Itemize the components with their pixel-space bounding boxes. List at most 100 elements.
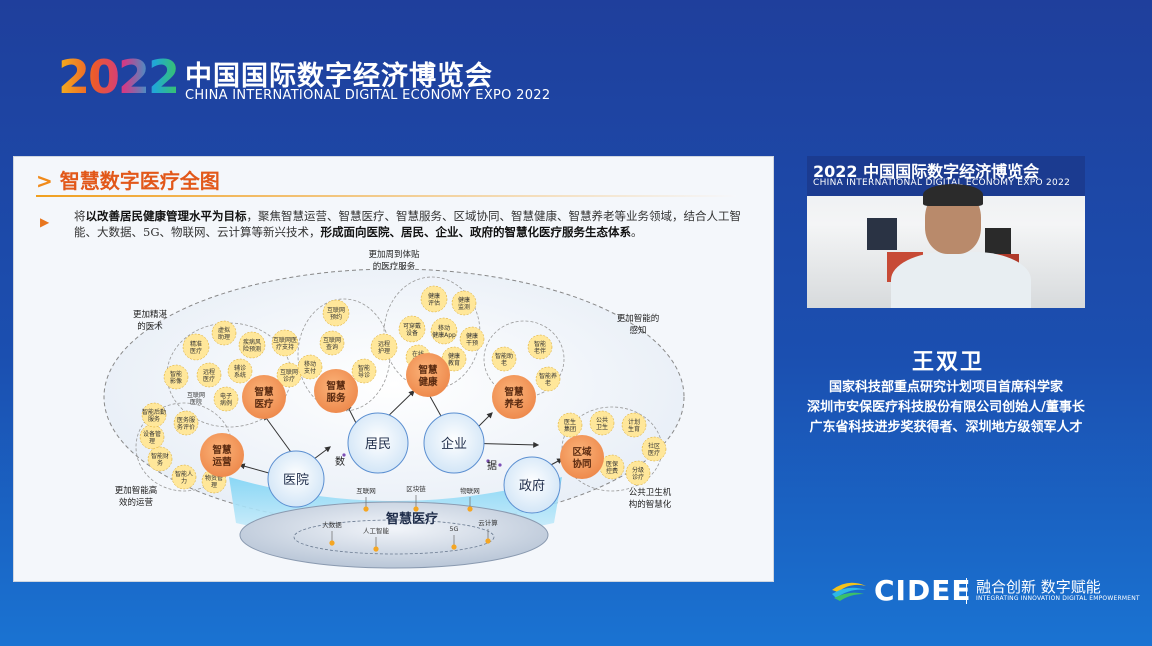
corner-label-right-bottom-2: 构的智慧化 bbox=[629, 499, 672, 510]
corner-label-left-bottom-1: 更加智能高 bbox=[115, 485, 158, 496]
health-item-6b: 教育 bbox=[448, 359, 460, 367]
service-item-1a: 互联网医 bbox=[273, 336, 297, 344]
operation-item-0b: 务评价 bbox=[177, 423, 195, 431]
corner-label-right-top-2: 感知 bbox=[629, 325, 646, 336]
tech-internet: 互联网 bbox=[356, 486, 376, 495]
expo-year: 2022 bbox=[58, 50, 180, 104]
medical-item-7b: 医院 bbox=[190, 398, 202, 406]
operation-item-5b: 理 bbox=[211, 482, 217, 489]
domain-health bbox=[406, 353, 450, 397]
expo-title-cn: 中国国际数字经济博览会 bbox=[185, 61, 493, 92]
health-item-0b: 评估 bbox=[428, 299, 440, 307]
corner-label-top-1: 更加周到体贴 bbox=[368, 249, 420, 260]
speaker-title-1: 国家科技部重点研究计划项目首席科学家 bbox=[828, 380, 1063, 395]
base-title: 智慧医疗 bbox=[386, 511, 438, 527]
health-item-3b: 健康App bbox=[432, 331, 456, 339]
slide-title: > 智慧数字医疗全图 bbox=[36, 165, 220, 194]
ecosystem-diagram: 更加周到体贴 的医疗服务 更加精湛 的医术 更加智能的 感知 更加智能高 效的运… bbox=[103, 249, 685, 569]
service-item-0b: 预约 bbox=[330, 313, 342, 321]
slide-title-text: 智慧数字医疗全图 bbox=[59, 169, 220, 193]
service-item-2a: 互联网 bbox=[323, 336, 341, 344]
regional-item-3a: 社区 bbox=[648, 442, 660, 450]
medical-item-3a: 辅诊 bbox=[234, 364, 246, 372]
service-item-6a: 远程 bbox=[378, 340, 390, 348]
regional-item-2a: 计划 bbox=[628, 418, 640, 426]
expo-title-en: CHINA INTERNATIONAL DIGITAL ECONOMY EXPO… bbox=[185, 88, 551, 103]
domain-medical-label-1: 智慧 bbox=[254, 386, 274, 398]
domain-elderly-label-2: 养老 bbox=[503, 398, 524, 410]
speaker-title-3: 广东省科技进步奖获得者、深圳地方级领军人才 bbox=[809, 420, 1083, 435]
health-item-0a: 健康 bbox=[428, 292, 440, 300]
operation-item-2a: 设备管 bbox=[143, 430, 161, 438]
medical-item-0a: 精准 bbox=[190, 340, 202, 348]
service-item-5b: 导诊 bbox=[358, 371, 370, 379]
cidee-brand: CIDEE bbox=[874, 574, 972, 607]
actor-government bbox=[503, 456, 561, 514]
medical-item-6b: 病例 bbox=[220, 399, 232, 407]
actor-hospital bbox=[267, 450, 325, 508]
regional-item-5a: 医保 bbox=[606, 460, 618, 468]
speaker-webcam: 2022 中国国际数字经济博览会 CHINA INTERNATIONAL DIG… bbox=[807, 156, 1085, 308]
medical-item-4b: 影像 bbox=[170, 377, 182, 385]
operation-item-1b: 服务 bbox=[148, 415, 160, 423]
tech-cloud: 云计算 bbox=[478, 518, 498, 527]
backdrop-block bbox=[985, 228, 1011, 254]
elderly-item-1a: 智能 bbox=[534, 340, 546, 348]
domain-regional-label-2: 协同 bbox=[572, 458, 591, 470]
cidee-slogan: 融合创新 数字赋能 bbox=[976, 578, 1101, 596]
regional-item-1a: 公共 bbox=[596, 416, 608, 424]
service-item-4b: 支付 bbox=[304, 367, 316, 375]
medical-item-0b: 医疗 bbox=[190, 347, 202, 355]
corner-label-left-top-2: 的医术 bbox=[137, 321, 163, 332]
domain-service bbox=[314, 369, 358, 413]
medical-item-5a: 远程 bbox=[203, 368, 215, 376]
elderly-item-2b: 老 bbox=[545, 379, 551, 387]
regional-item-0a: 医生 bbox=[564, 418, 576, 426]
data-flow-char-1: 数 bbox=[335, 455, 345, 468]
operation-item-5a: 物资管 bbox=[205, 474, 223, 482]
chevron-right-icon: > bbox=[36, 169, 53, 193]
tech-5g: 5G bbox=[449, 525, 458, 533]
service-item-3b: 诊疗 bbox=[283, 375, 295, 383]
base-platform bbox=[239, 501, 549, 569]
corner-label-top-2: 的医疗服务 bbox=[373, 261, 416, 272]
regional-item-4b: 诊疗 bbox=[632, 473, 644, 481]
service-item-5a: 智能 bbox=[358, 364, 370, 372]
service-item-3a: 互联网 bbox=[280, 368, 298, 376]
health-item-3a: 移动 bbox=[438, 324, 450, 332]
corner-label-right-top-1: 更加智能的 bbox=[617, 313, 660, 324]
corner-label-left-bottom-2: 效的运营 bbox=[119, 497, 153, 508]
domain-medical-label-2: 医疗 bbox=[254, 398, 274, 410]
operation-item-1a: 智能后勤 bbox=[142, 408, 166, 416]
cidee-logo: CIDEE 融合创新 数字赋能 INTEGRATING INNOVATION D… bbox=[830, 572, 1140, 608]
medical-item-2b: 险预测 bbox=[243, 345, 261, 353]
regional-item-5b: 控费 bbox=[606, 467, 618, 475]
speaker-title-2: 深圳市安保医疗科技股份有限公司创始人/董事长 bbox=[807, 400, 1085, 415]
operation-item-3b: 务 bbox=[157, 459, 163, 467]
domain-medical bbox=[242, 375, 286, 419]
medical-item-4a: 智能 bbox=[170, 370, 182, 378]
webcam-banner-en: CHINA INTERNATIONAL DIGITAL ECONOMY EXPO… bbox=[813, 178, 1071, 188]
service-item-6b: 护理 bbox=[378, 347, 390, 355]
medical-item-5b: 医疗 bbox=[203, 375, 215, 383]
health-item-1b: 监测 bbox=[458, 303, 470, 311]
domain-operation-label-1: 智慧 bbox=[212, 444, 232, 456]
actor-enterprise bbox=[423, 412, 485, 474]
domain-health-label-1: 智慧 bbox=[418, 364, 438, 376]
regional-item-1b: 卫生 bbox=[596, 423, 608, 431]
speaker-name: 王双卫 bbox=[911, 350, 984, 375]
service-item-4a: 移动 bbox=[304, 360, 316, 368]
regional-item-4a: 分级 bbox=[632, 466, 644, 474]
domain-operation-label-2: 运营 bbox=[212, 456, 232, 468]
medical-item-1b: 助理 bbox=[218, 333, 230, 341]
medical-item-1a: 虚拟 bbox=[218, 326, 230, 334]
speaker-hair bbox=[923, 184, 983, 206]
bullet-arrow-icon: ▶ bbox=[40, 215, 50, 229]
regional-item-0b: 集团 bbox=[564, 425, 576, 433]
webcam-banner-cn: 2022 中国国际数字经济博览会 bbox=[813, 162, 1040, 181]
operation-item-0a: 医务服 bbox=[177, 416, 195, 424]
tech-bigdata: 大数据 bbox=[322, 520, 342, 529]
speaker-body bbox=[891, 252, 1031, 308]
health-item-2b: 设备 bbox=[406, 329, 418, 337]
presentation-slide: > 智慧数字医疗全图 ▶ 将以改善居民健康管理水平为目标，聚焦智慧运营、智慧医疗… bbox=[13, 156, 774, 582]
